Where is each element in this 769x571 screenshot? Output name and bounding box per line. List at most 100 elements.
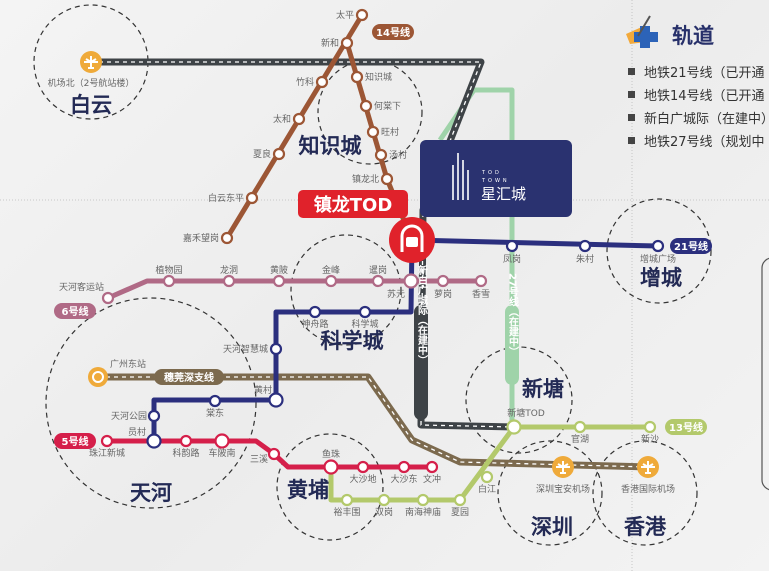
- station-label: 珠江新城: [89, 447, 125, 459]
- station-marker[interactable]: [267, 447, 281, 461]
- line-5-badge-text: 5号线: [62, 435, 89, 448]
- station-marker[interactable]: [292, 112, 306, 126]
- railway-station-icon[interactable]: [88, 367, 108, 387]
- station-marker[interactable]: [268, 392, 284, 408]
- station-label: 官湖: [571, 433, 589, 445]
- line-6-badge: [54, 303, 96, 319]
- station-marker[interactable]: [366, 125, 380, 139]
- region-circle: [45, 297, 257, 509]
- station-marker[interactable]: [358, 305, 372, 319]
- line-13-badge-text: 13号线: [669, 421, 703, 434]
- station-marker[interactable]: [222, 274, 236, 288]
- xinbai-vertical-label-text: 新白广城际（在建中）: [416, 264, 429, 365]
- station-label: 金峰: [322, 264, 340, 276]
- station-marker[interactable]: [340, 493, 354, 507]
- station-marker[interactable]: [380, 172, 394, 186]
- station-marker[interactable]: [356, 460, 370, 474]
- station-marker[interactable]: [453, 493, 467, 507]
- hk-airport-hub[interactable]: [637, 456, 659, 478]
- station-marker[interactable]: [147, 409, 161, 423]
- line-21-badge: [670, 238, 712, 254]
- station-marker[interactable]: [578, 239, 592, 253]
- track-logo-icon: [626, 15, 658, 48]
- station-marker[interactable]: [220, 231, 234, 245]
- station-marker[interactable]: [397, 460, 411, 474]
- line-27-vertical-label: [505, 305, 519, 385]
- station-label: 植物园: [155, 264, 182, 276]
- region-circle: [465, 346, 573, 454]
- station-marker[interactable]: [573, 420, 587, 434]
- station-label: 棠东: [206, 407, 224, 419]
- station-marker[interactable]: [350, 70, 364, 84]
- station-label: 科学城: [351, 318, 378, 330]
- tunnel-train-icon: [400, 224, 424, 252]
- station-marker[interactable]: [371, 274, 385, 288]
- station-marker[interactable]: [245, 191, 259, 205]
- tod-label-box: [298, 190, 408, 218]
- station-label: 新塘TOD: [507, 407, 545, 419]
- station-marker[interactable]: [272, 274, 286, 288]
- station-marker[interactable]: [643, 420, 657, 434]
- shenzhen-airport-hub[interactable]: [552, 456, 574, 478]
- station-marker[interactable]: [162, 274, 176, 288]
- station-label: 苏元: [387, 288, 405, 300]
- station-marker[interactable]: [324, 274, 338, 288]
- station-label: 香雪: [472, 289, 490, 300]
- region-label: 增城: [640, 265, 682, 290]
- station-marker[interactable]: [359, 99, 373, 113]
- station-marker[interactable]: [377, 493, 391, 507]
- suiguanshen-badge: [154, 369, 224, 385]
- line-21-route: [411, 237, 659, 249]
- station-label: 朱村: [576, 253, 594, 265]
- station-marker[interactable]: [179, 434, 193, 448]
- station-label: 黄村: [254, 384, 272, 396]
- station-marker[interactable]: [651, 239, 665, 253]
- station-marker[interactable]: [480, 470, 494, 484]
- station-label: 萝岗: [434, 289, 452, 300]
- station-marker[interactable]: [416, 493, 430, 507]
- station-label: 白江: [478, 483, 496, 495]
- station-marker[interactable]: [308, 305, 322, 319]
- region-circle: [592, 440, 698, 546]
- station-marker[interactable]: [474, 274, 488, 288]
- station-marker[interactable]: [315, 75, 329, 89]
- station-marker[interactable]: [272, 147, 286, 161]
- station-marker[interactable]: [214, 433, 230, 449]
- hub-label: 机场北（2号航站楼）: [48, 77, 135, 89]
- station-marker[interactable]: [208, 394, 222, 408]
- station-label: 太平: [336, 9, 354, 21]
- station-label: 龙洞: [220, 264, 238, 276]
- station-marker[interactable]: [403, 273, 419, 289]
- station-marker[interactable]: [146, 433, 162, 449]
- station-marker[interactable]: [340, 36, 354, 50]
- station-label: 员村: [128, 426, 146, 438]
- station-marker[interactable]: [425, 460, 439, 474]
- airport-north-hub[interactable]: [80, 51, 102, 73]
- station-marker[interactable]: [101, 291, 115, 305]
- station-label: 新和: [321, 37, 339, 49]
- station-label: 裕丰围: [333, 506, 360, 518]
- station-label: 黄陂: [270, 264, 288, 276]
- region-label: 深圳: [531, 514, 573, 539]
- line-6-badge-text: 6号线: [62, 305, 89, 318]
- station-label: 天河客运站: [59, 281, 104, 293]
- station-marker[interactable]: [323, 459, 339, 475]
- station-marker[interactable]: [269, 342, 283, 356]
- region-circle: [606, 198, 712, 304]
- station-label: 嘉禾望岗: [183, 232, 219, 244]
- station-label: 暹岗: [369, 265, 387, 276]
- station-marker[interactable]: [100, 434, 114, 448]
- hub-label: 广州东站: [110, 358, 146, 370]
- line-13-badge: [665, 419, 707, 435]
- station-marker[interactable]: [374, 148, 388, 162]
- station-marker[interactable]: [505, 239, 519, 253]
- station-marker[interactable]: [436, 274, 450, 288]
- station-marker[interactable]: [355, 8, 369, 22]
- brand-line2: TOWN: [481, 178, 510, 184]
- station-label: 大沙地: [349, 473, 376, 485]
- hub-label: 深圳宝安机场: [536, 483, 590, 495]
- station-label: 旺村: [381, 126, 399, 138]
- station-marker[interactable]: [506, 419, 522, 435]
- station-label: 科韵路: [172, 447, 199, 459]
